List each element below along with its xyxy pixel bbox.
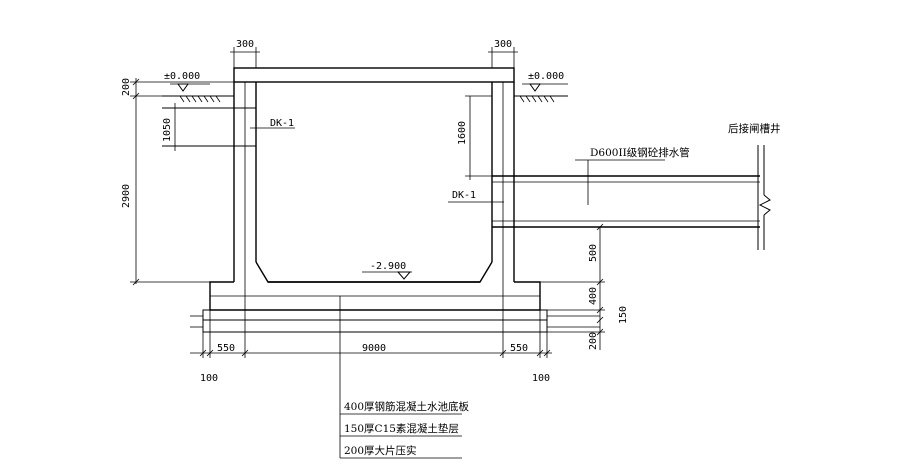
dim-1600-label: 1600 bbox=[457, 121, 468, 145]
dim-100-right: 100 bbox=[532, 373, 550, 384]
dim-top-right bbox=[488, 47, 518, 68]
dim-right-chain bbox=[540, 223, 605, 350]
dim-9000: 9000 bbox=[362, 343, 386, 354]
dim-2900: 2900 bbox=[121, 184, 132, 208]
gate-well bbox=[757, 145, 771, 250]
dim-300-left: 300 bbox=[236, 39, 254, 50]
cushion-layers bbox=[190, 309, 600, 333]
dim-left-chain bbox=[130, 78, 234, 286]
ground-right bbox=[514, 83, 568, 103]
dim-500: 500 bbox=[588, 244, 599, 262]
dim-400: 400 bbox=[588, 287, 599, 305]
ground-left bbox=[162, 83, 234, 103]
cover-slab bbox=[233, 67, 515, 83]
dim-1600 bbox=[465, 95, 492, 180]
dim-bottom-chain bbox=[190, 282, 552, 358]
left-opening-dk1 bbox=[162, 103, 295, 151]
dk1-right-label: DK-1 bbox=[452, 190, 476, 201]
note-1: 400厚钢筋混凝土水池底板 bbox=[344, 400, 470, 413]
outlet-pipe bbox=[492, 159, 760, 228]
notes-leader bbox=[339, 296, 462, 459]
ground-elev-right: ±0.000 bbox=[528, 71, 564, 82]
ground-elev-left: ±0.000 bbox=[164, 71, 200, 82]
pipe-label: D600II级钢砼排水管 bbox=[590, 146, 690, 159]
note-3: 200厚大片压实 bbox=[344, 444, 417, 457]
dim-550-right: 550 bbox=[510, 343, 528, 354]
bottom-elevation: -2.900 bbox=[370, 261, 406, 272]
note-2: 150厚C15素混凝土垫层 bbox=[344, 422, 459, 435]
well-label: 后接闸槽井 bbox=[728, 122, 781, 135]
dim-1050: 1050 bbox=[162, 118, 173, 142]
dk1-top-label: DK-1 bbox=[270, 118, 294, 129]
dim-550-left: 550 bbox=[217, 343, 235, 354]
left-wall bbox=[233, 82, 257, 282]
dim-300-right: 300 bbox=[494, 39, 512, 50]
bottom-elev-mark bbox=[396, 271, 412, 280]
dim-top-left bbox=[230, 47, 260, 68]
dim-200-right: 200 bbox=[588, 332, 599, 350]
dim-100-left: 100 bbox=[200, 373, 218, 384]
dim-200-left: 200 bbox=[121, 78, 132, 96]
dim-150: 150 bbox=[618, 306, 629, 324]
base-slab bbox=[209, 281, 541, 311]
